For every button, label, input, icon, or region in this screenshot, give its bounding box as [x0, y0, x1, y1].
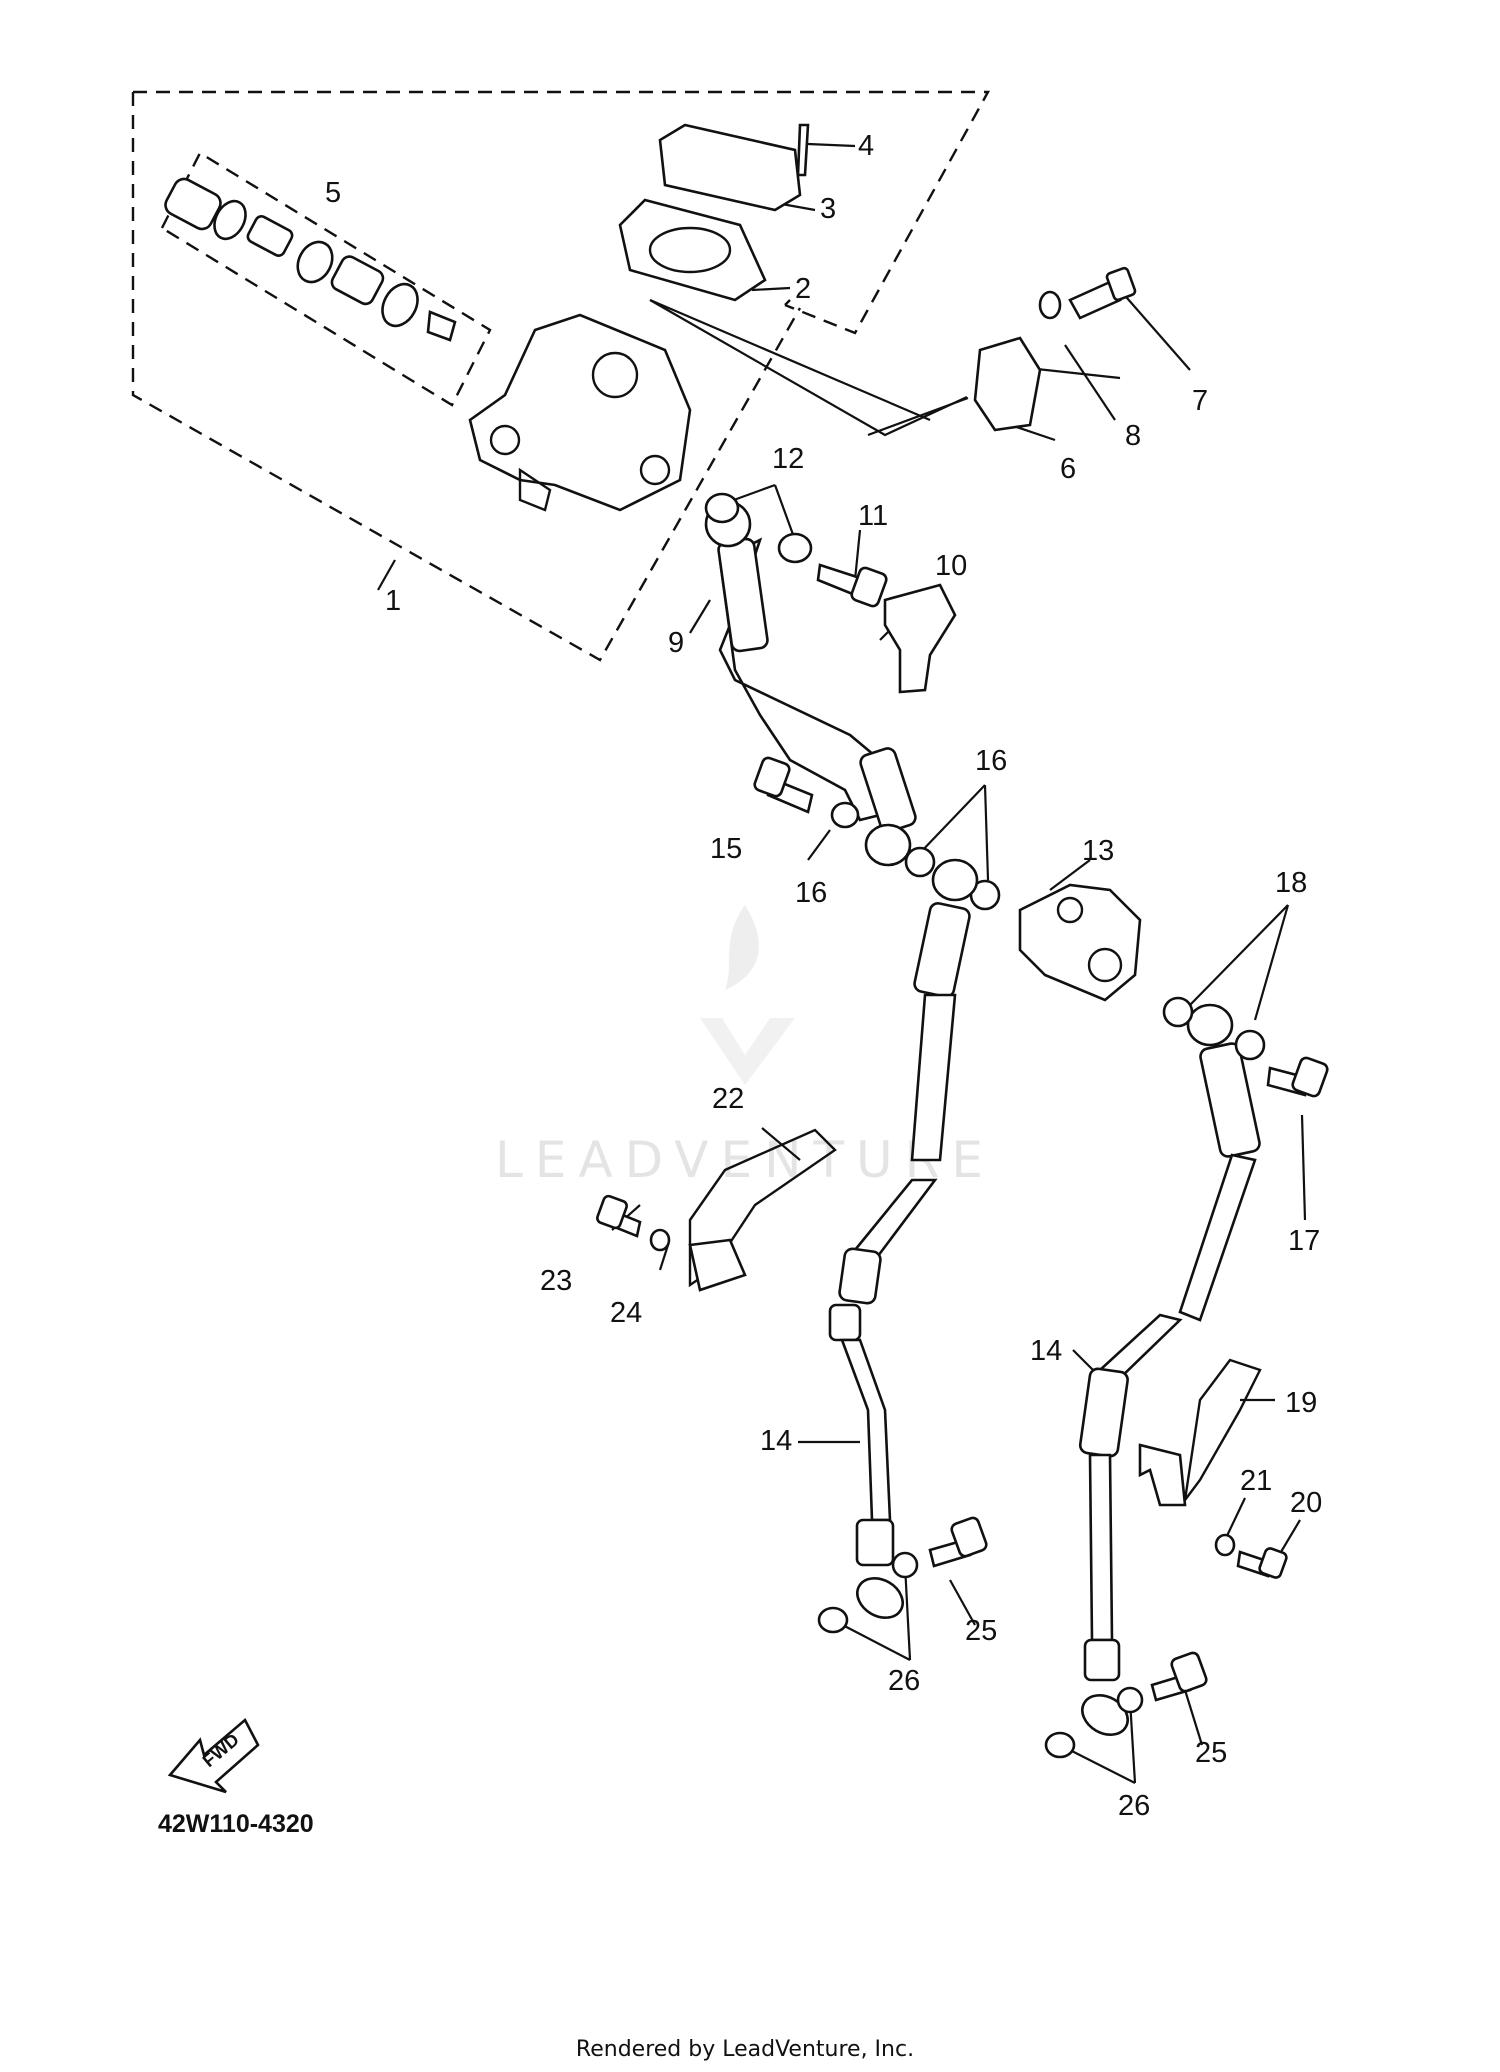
watermark-text: LEADVENTURE — [495, 1131, 995, 1189]
callout-20: 20 — [1290, 1487, 1322, 1519]
callout-1: 1 — [385, 585, 401, 617]
callout-8: 8 — [1125, 420, 1141, 452]
callout-7: 7 — [1192, 385, 1208, 417]
washer-26c-part — [1044, 1731, 1076, 1759]
leadventure-logo-icon — [700, 905, 795, 1085]
reservoir-bracket-part — [973, 336, 1042, 432]
cover-screw-part — [796, 123, 810, 177]
footer-credit: Rendered by LeadVenture, Inc. — [576, 2037, 914, 2062]
callout-2: 2 — [795, 273, 811, 305]
callout-17: 17 — [1288, 1225, 1320, 1257]
callout-16b: 16 — [795, 877, 827, 909]
cap-10-part — [883, 583, 957, 694]
callout-11: 11 — [858, 500, 888, 532]
washer-24-part — [649, 1228, 671, 1252]
washer-26b-part — [891, 1551, 919, 1579]
callout-26b: 26 — [1118, 1790, 1150, 1822]
diagram-code: 42W110-4320 — [158, 1810, 314, 1838]
callout-22: 22 — [712, 1083, 744, 1115]
washer-8-part — [1038, 290, 1062, 320]
callout-labels: 1 2 3 4 5 6 7 8 9 10 11 12 13 14 14 15 1… — [325, 130, 1322, 1822]
brake-joint-13-part — [1018, 883, 1142, 1002]
piston-kit-part — [164, 177, 457, 342]
washer-16b-part — [904, 846, 936, 878]
callout-15: 15 — [710, 833, 742, 865]
callout-23: 23 — [540, 1265, 572, 1297]
callout-3: 3 — [820, 193, 836, 225]
diaphragm-part — [618, 198, 767, 302]
callout-4: 4 — [858, 130, 874, 162]
callout-14a: 14 — [760, 1425, 792, 1457]
washer-18b-part — [1234, 1029, 1266, 1061]
washer-12b-part — [777, 532, 813, 564]
callout-18: 18 — [1275, 867, 1307, 899]
washer-26d-part — [1116, 1686, 1144, 1714]
callout-16a: 16 — [975, 745, 1007, 777]
washer-12a-part — [704, 492, 740, 524]
callout-13: 13 — [1082, 835, 1114, 867]
washer-16a-part — [830, 801, 860, 829]
reservoir-cover-part — [658, 123, 802, 212]
parts — [164, 123, 1329, 1759]
callout-14b: 14 — [1030, 1335, 1062, 1367]
callout-10: 10 — [935, 550, 967, 582]
watermark: LEADVENTURE — [495, 905, 995, 1189]
brake-hose-left-part — [828, 858, 979, 1619]
hose-clip-22-part — [688, 1128, 837, 1288]
diaphragm-center — [648, 226, 732, 274]
brake-hose-upper-part — [704, 500, 917, 867]
callout-26a: 26 — [888, 1665, 920, 1697]
callout-21: 21 — [1240, 1465, 1272, 1497]
washer-26a-part — [817, 1606, 849, 1634]
master-cylinder-body-part — [468, 313, 692, 512]
callout-5: 5 — [325, 177, 341, 209]
callout-19: 19 — [1285, 1387, 1317, 1419]
washer-18a-part — [1162, 996, 1194, 1028]
callout-6: 6 — [1060, 453, 1076, 485]
brake-hose-right-part — [1078, 1003, 1261, 1736]
callout-25b: 25 — [1195, 1737, 1227, 1769]
master-cylinder-assembly-outline — [131, 90, 991, 662]
callout-12: 12 — [772, 443, 804, 475]
washer-21-part — [1214, 1533, 1236, 1557]
callout-9: 9 — [668, 627, 684, 659]
callout-24: 24 — [610, 1297, 642, 1329]
forward-arrow-icon: FWD — [167, 1717, 260, 1794]
callout-25a: 25 — [965, 1615, 997, 1647]
